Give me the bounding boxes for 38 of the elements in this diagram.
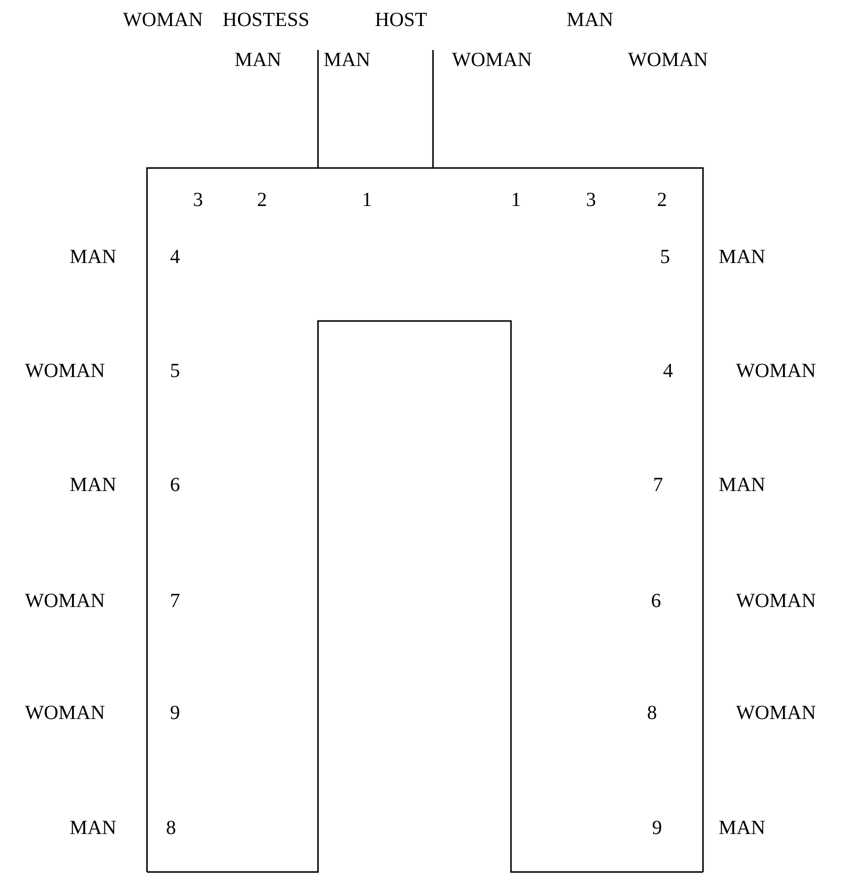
guest-label: MAN: [718, 818, 766, 838]
guest-label: MAN: [718, 475, 766, 495]
guest-label: HOSTESS: [222, 10, 310, 30]
seat-number: 6: [651, 591, 661, 611]
seat-number: 8: [166, 818, 176, 838]
guest-label: WOMAN: [736, 361, 816, 381]
seat-number: 3: [586, 190, 596, 210]
guest-label: WOMAN: [25, 703, 105, 723]
seat-number: 4: [170, 247, 180, 267]
guest-label: MAN: [70, 818, 116, 838]
seat-number: 3: [193, 190, 203, 210]
seat-number: 4: [663, 361, 673, 381]
guest-label: MAN: [566, 10, 614, 30]
seat-number: 1: [362, 190, 372, 210]
seat-number: 5: [660, 247, 670, 267]
seat-number: 7: [653, 475, 663, 495]
guest-label: MAN: [70, 247, 116, 267]
guest-label: MAN: [718, 247, 766, 267]
guest-label: WOMAN: [628, 50, 708, 70]
guest-label: MAN: [70, 475, 116, 495]
guest-label: MAN: [324, 50, 370, 70]
seat-number: 1: [511, 190, 521, 210]
guest-label: HOST: [374, 10, 428, 30]
seat-number: 5: [170, 361, 180, 381]
guest-label: WOMAN: [452, 50, 532, 70]
guest-label: WOMAN: [736, 591, 816, 611]
guest-label: WOMAN: [123, 10, 203, 30]
guest-label: WOMAN: [25, 591, 105, 611]
seat-number: 9: [170, 703, 180, 723]
seat-number: 9: [652, 818, 662, 838]
seat-number: 2: [657, 190, 667, 210]
seat-number: 7: [170, 591, 180, 611]
seat-number: 6: [170, 475, 180, 495]
guest-label: WOMAN: [25, 361, 105, 381]
seat-number: 8: [647, 703, 657, 723]
guest-label: WOMAN: [736, 703, 816, 723]
seat-number: 2: [257, 190, 267, 210]
guest-label: MAN: [234, 50, 282, 70]
